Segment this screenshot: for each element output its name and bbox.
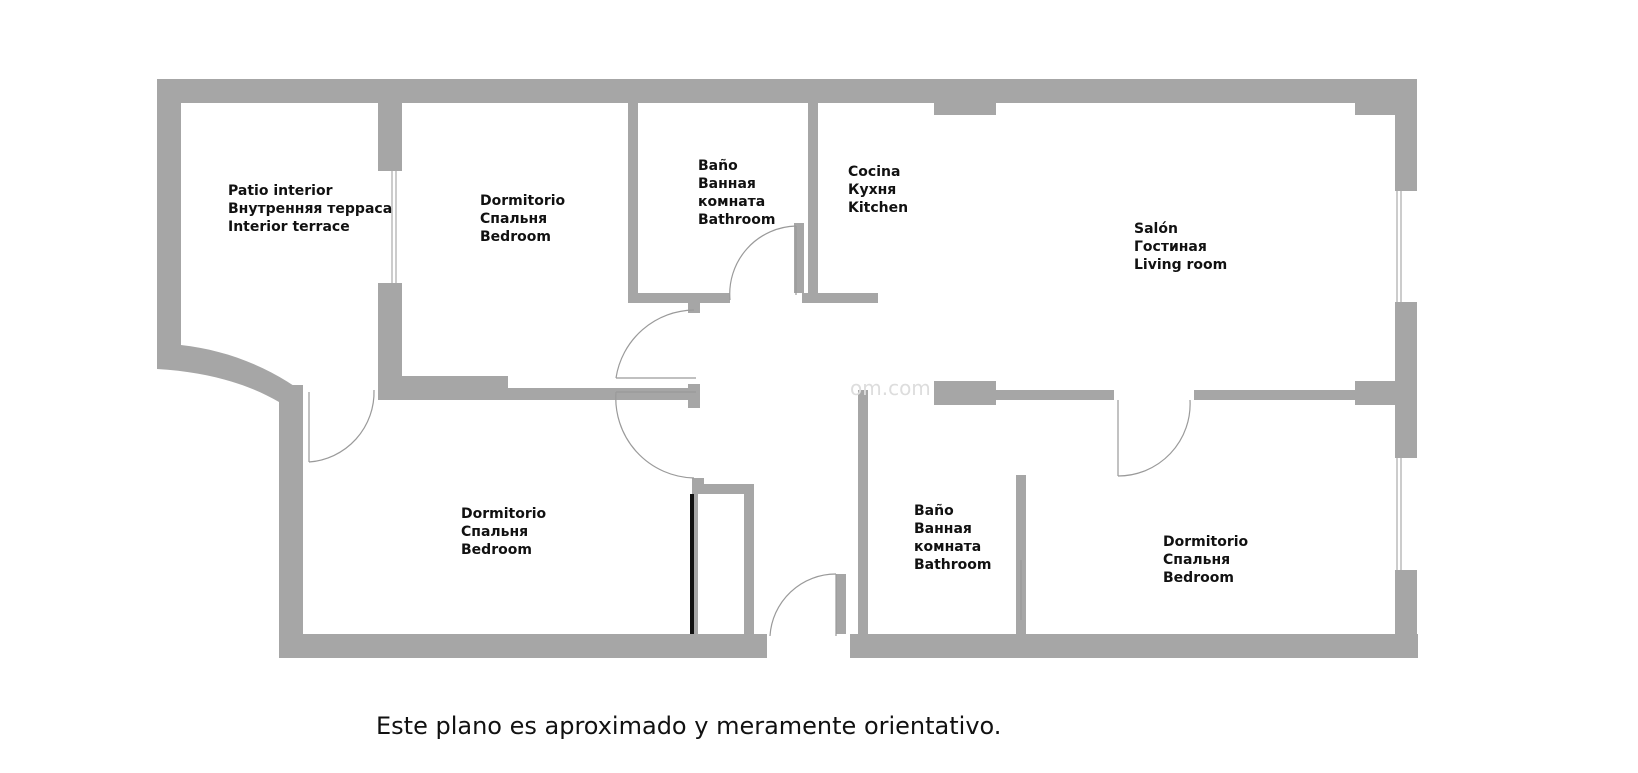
bedroom-top-ru: Спальня [480, 211, 548, 227]
living-en: Living room [1134, 257, 1228, 273]
patio-en: Interior terrace [228, 219, 350, 235]
bathroom-bottom-es: Baño [914, 503, 954, 519]
label-bedroom-bottom-right: Dormitorio Спальня Bedroom [1163, 533, 1248, 587]
bedroom-bl-ru: Спальня [461, 524, 529, 540]
patio-es: Patio interior [228, 183, 333, 199]
curved-wall [157, 345, 303, 402]
bedroom-bl-es: Dormitorio [461, 506, 547, 522]
watermark: om.com [850, 376, 931, 400]
label-living: Salón Гостиная Living room [1134, 220, 1227, 274]
kitchen-ru: Кухня [848, 182, 897, 198]
bathroom-top-es: Baño [698, 158, 738, 174]
label-patio: Patio interior Внутренняя терраса Interi… [228, 182, 392, 236]
label-bathroom-bottom: Baño Ванная комната Bathroom [914, 502, 992, 574]
label-bedroom-top: Dormitorio Спальня Bedroom [480, 192, 565, 246]
closet-rail [690, 494, 694, 634]
bathroom-bottom-ru2: комната [914, 539, 982, 555]
living-es: Salón [1134, 221, 1178, 237]
label-bedroom-bottom-left: Dormitorio Спальня Bedroom [461, 505, 546, 559]
bedroom-top-es: Dormitorio [480, 193, 566, 209]
windows [391, 171, 1402, 570]
label-bathroom-top: Baño Ванная комната Bathroom [698, 157, 776, 229]
bathroom-bottom-ru1: Ванная [914, 521, 972, 537]
bedroom-top-en: Bedroom [480, 229, 551, 245]
bedroom-br-ru: Спальня [1163, 552, 1231, 568]
label-kitchen: Cocina Кухня Kitchen [848, 163, 908, 217]
bathroom-top-ru1: Ванная [698, 176, 756, 192]
patio-ru: Внутренняя терраса [228, 201, 393, 217]
kitchen-es: Cocina [848, 164, 901, 180]
door-swings [308, 225, 1191, 637]
bathroom-bottom-en: Bathroom [914, 557, 992, 573]
walls [157, 79, 1418, 658]
bathroom-top-ru2: комната [698, 194, 766, 210]
kitchen-en: Kitchen [848, 200, 909, 216]
living-ru: Гостиная [1134, 239, 1207, 255]
bedroom-bl-en: Bedroom [461, 542, 532, 558]
bedroom-br-en: Bedroom [1163, 570, 1234, 586]
bedroom-br-es: Dormitorio [1163, 534, 1249, 550]
bathroom-top-en: Bathroom [698, 212, 776, 228]
footnote: Este plano es aproximado y meramente ori… [376, 712, 1002, 740]
